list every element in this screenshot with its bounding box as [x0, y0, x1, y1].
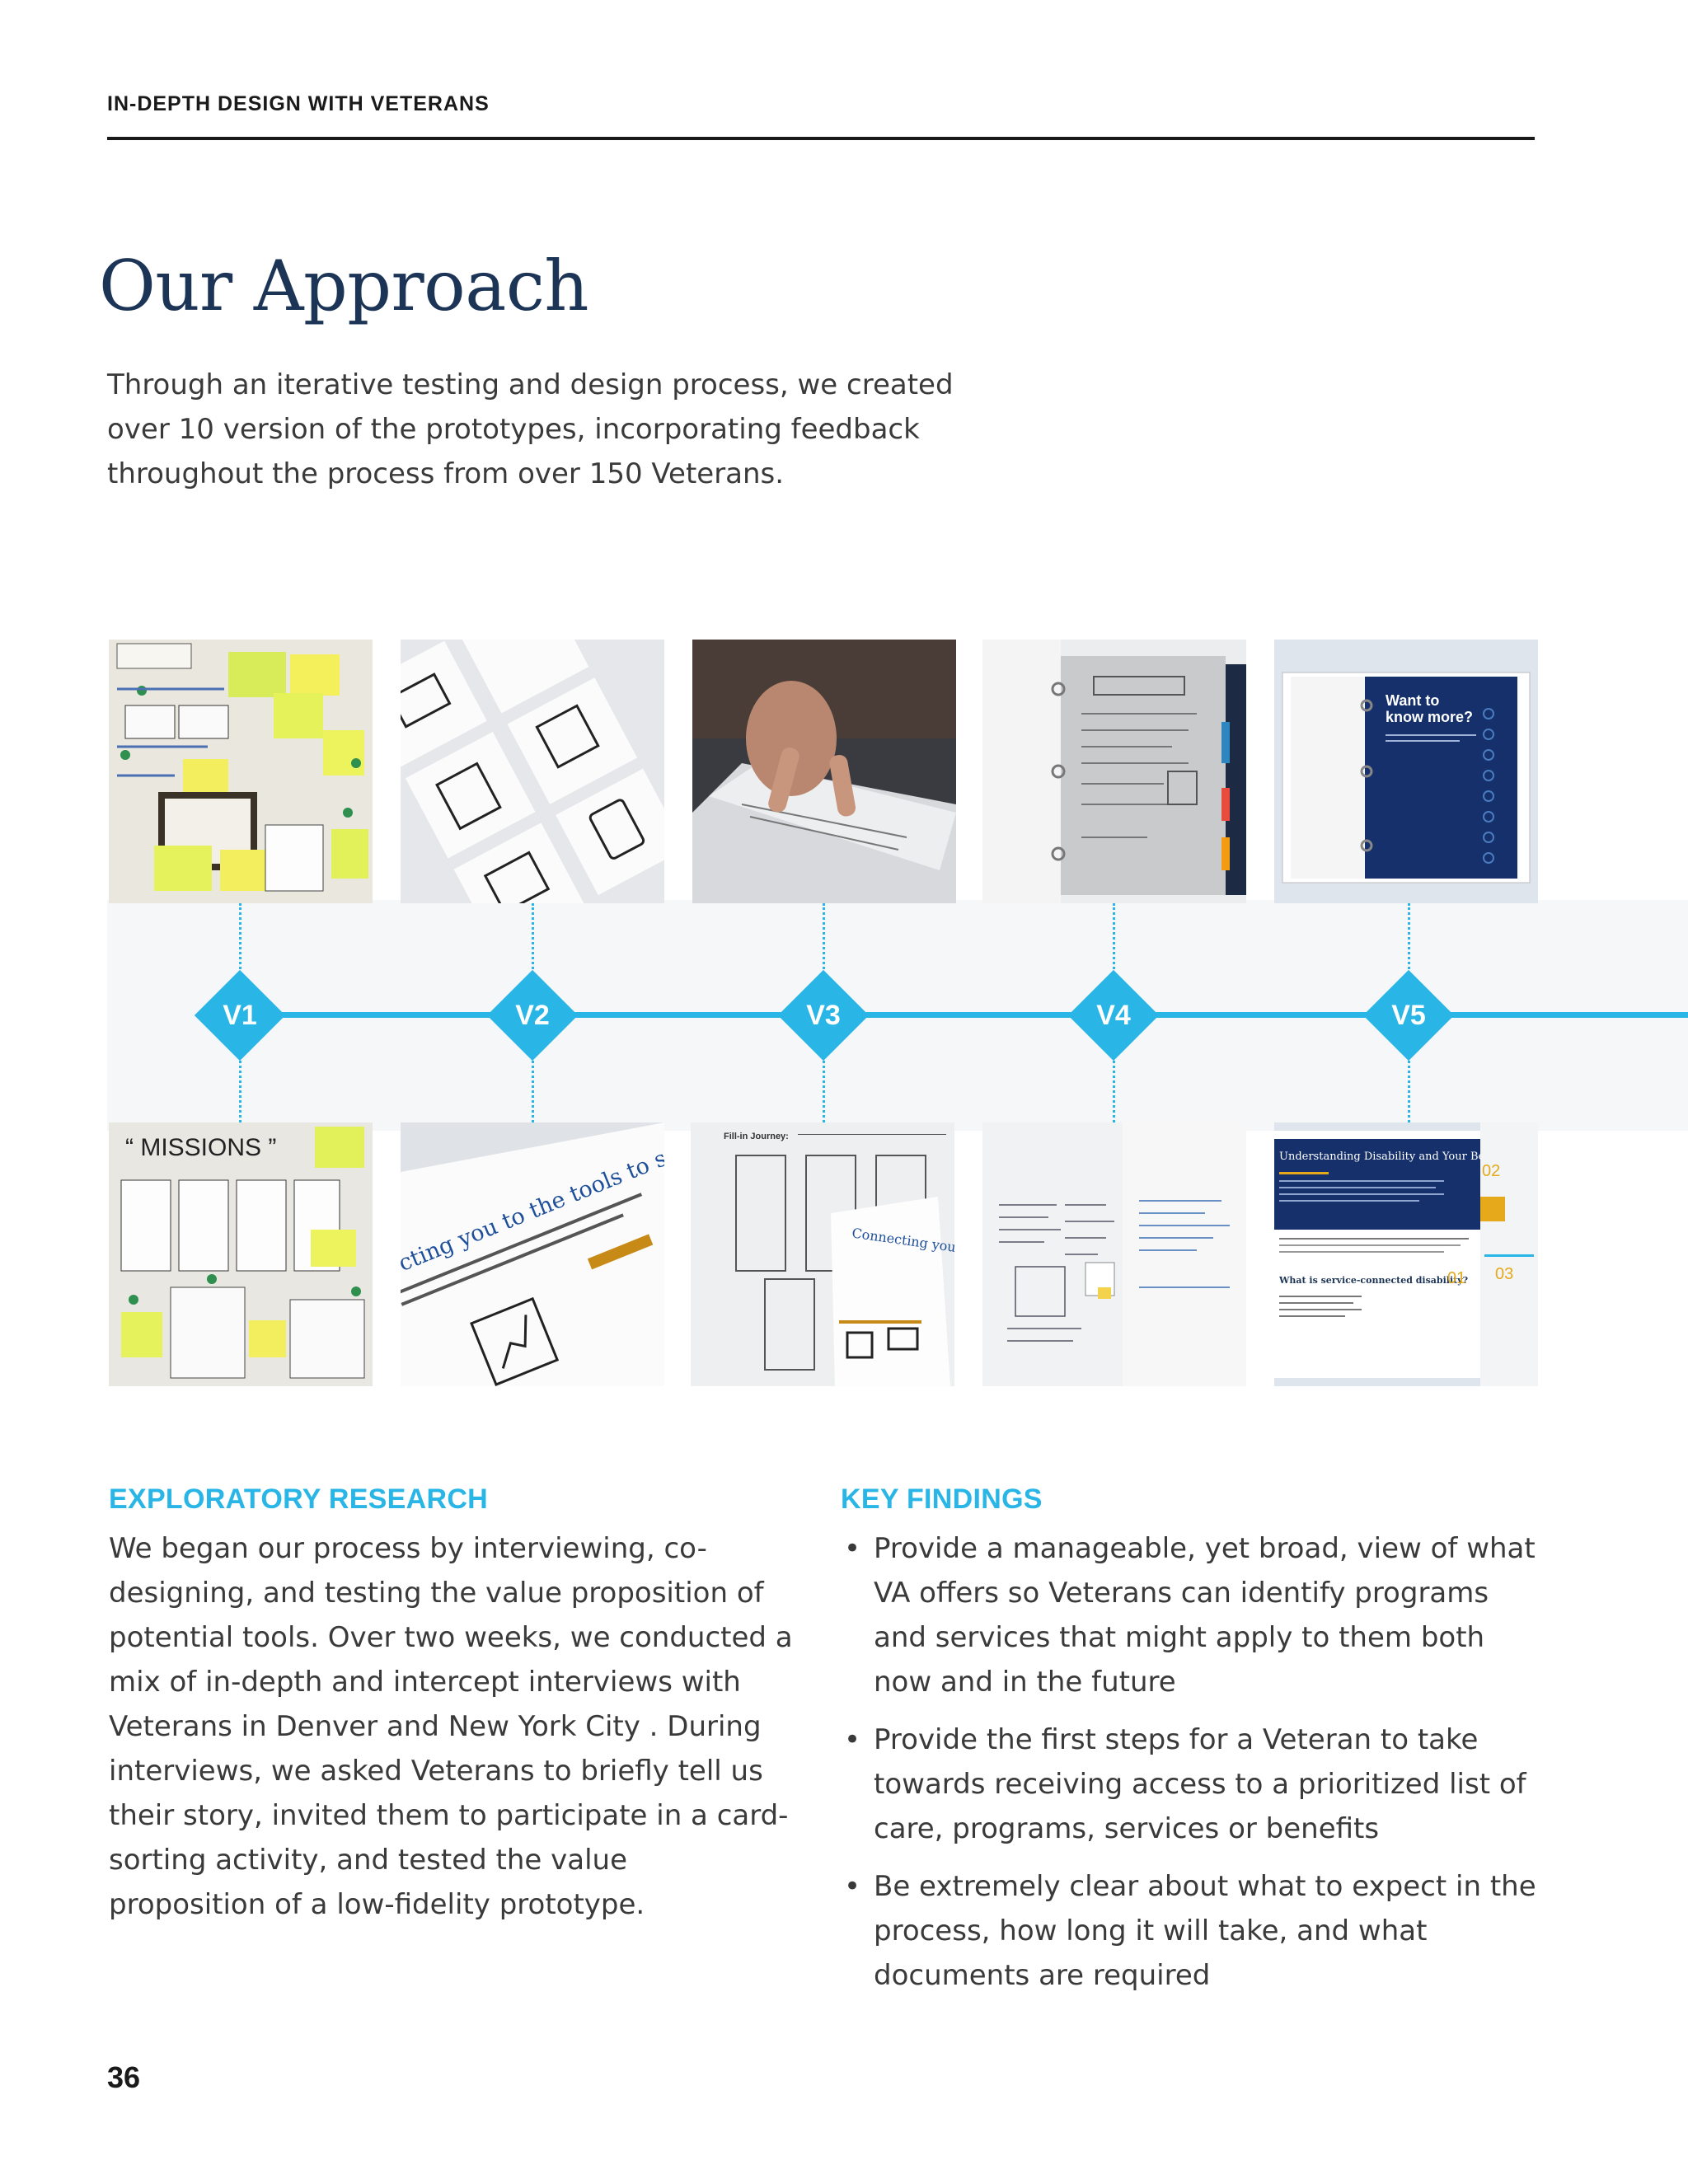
photo-v4-whiteboard: [982, 1122, 1246, 1386]
running-header: IN-DEPTH DESIGN WITH VETERANS: [107, 92, 490, 115]
timeline-connector-v5-bottom: [1408, 1022, 1410, 1122]
photo-v2-connecting-card: ecting you to the tools to set and reach…: [401, 1122, 664, 1386]
bullet: •: [844, 1532, 861, 1565]
photo-v4-binder-sketch: [982, 640, 1246, 903]
research-heading: EXPLORATORY RESEARCH: [109, 1483, 489, 1515]
timeline-line: [223, 1012, 1688, 1018]
page-title: Our Approach: [99, 246, 588, 326]
timeline-label-v3: V3: [806, 1000, 841, 1031]
timeline-label-v5: V5: [1391, 1000, 1426, 1031]
page-number: 36: [107, 2060, 141, 2094]
timeline-connector-v5-top: [1408, 903, 1410, 1024]
photo-v5-binder-booklet: Want to know more?: [1274, 640, 1538, 903]
timeline-connector-v3-top: [823, 903, 825, 1024]
missions-note-text: “ MISSIONS ”: [125, 1134, 276, 1161]
fill-in-journey-label: Fill-in Journey:: [724, 1132, 789, 1141]
finding-text: Provide the first steps for a Veteran to…: [874, 1723, 1526, 1845]
finding-item: • Provide the first steps for a Veteran t…: [841, 1718, 1550, 1851]
timeline-label-v1: V1: [223, 1000, 257, 1031]
timeline-label-v2: V2: [515, 1000, 550, 1031]
booklet-number-01: 01: [1447, 1269, 1465, 1287]
photo-v1-missions-wall: “ MISSIONS ”: [109, 1122, 373, 1386]
header-rule: [107, 137, 1535, 140]
photo-v5-disability-booklet: Understanding Disability and Your Benefi…: [1274, 1122, 1538, 1386]
booklet-number-03: 03: [1495, 1265, 1513, 1283]
booklet-title: Understanding Disability and Your Benefi…: [1279, 1151, 1515, 1163]
findings-heading: KEY FINDINGS: [841, 1483, 1043, 1515]
timeline-connector-v1-top: [239, 903, 241, 1024]
svg-text:Want to: Want to: [1386, 692, 1439, 709]
timeline-connector-v4-top: [1113, 903, 1115, 1024]
photo-v2-icon-cards: [401, 640, 664, 903]
timeline-connector-v1-bottom: [239, 1022, 241, 1122]
finding-text: Provide a manageable, yet broad, view of…: [874, 1532, 1536, 1699]
finding-item: • Be extremely clear about what to expect…: [841, 1864, 1550, 1998]
finding-text: Be extremely clear about what to expect …: [874, 1870, 1536, 1992]
bullet: •: [844, 1723, 861, 1756]
timeline-connector-v3-bottom: [823, 1022, 825, 1122]
timeline-label-v4: V4: [1096, 1000, 1131, 1031]
photo-v1-sticky-notes-wall: [109, 640, 373, 903]
photo-v3-fill-in-journey: Fill-in Journey: Connecting you to set a…: [691, 1122, 954, 1386]
timeline-connector-v2-bottom: [532, 1022, 534, 1122]
booklet-number-02: 02: [1482, 1162, 1500, 1180]
photo-v3-hands-on-paper: [692, 640, 956, 903]
findings-list: • Provide a manageable, yet broad, view o…: [841, 1526, 1550, 2011]
svg-text:know more?: know more?: [1386, 709, 1473, 725]
intro-paragraph: Through an iterative testing and design …: [107, 368, 954, 490]
timeline-connector-v2-top: [532, 903, 534, 1024]
bullet: •: [844, 1870, 861, 1903]
timeline-connector-v4-bottom: [1113, 1022, 1115, 1122]
booklet-question: What is service-connected disability?: [1278, 1275, 1468, 1286]
research-paragraph: We began our process by interviewing, co…: [109, 1532, 793, 1921]
finding-item: • Provide a manageable, yet broad, view o…: [841, 1526, 1550, 1704]
